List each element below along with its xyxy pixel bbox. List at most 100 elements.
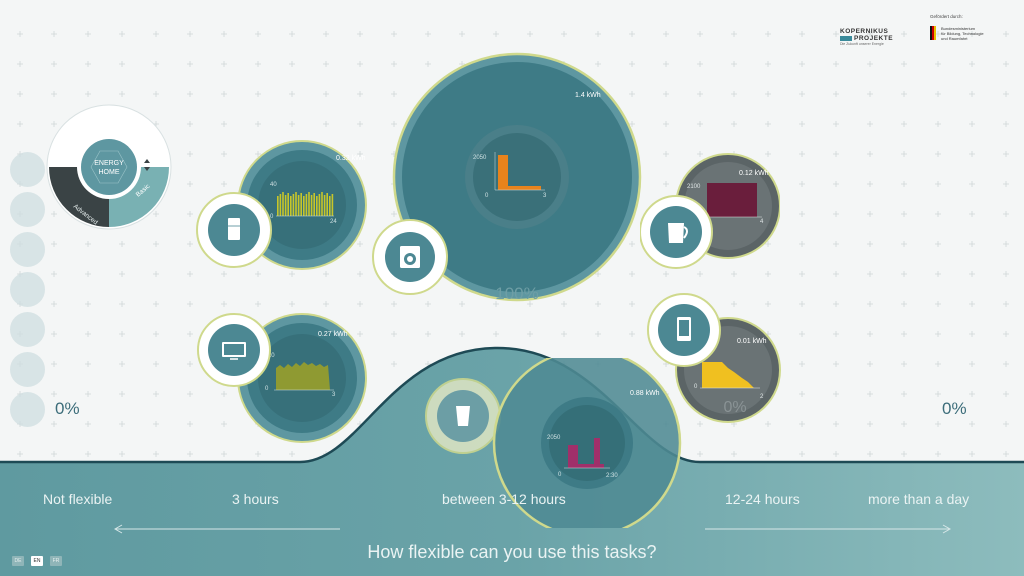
bmbf-line2: für Bildung, Technologie — [941, 31, 984, 36]
side-menu-item[interactable] — [10, 232, 45, 267]
grid-plus — [867, 61, 873, 67]
label-3-12-hours[interactable]: between 3-12 hours — [442, 491, 566, 507]
grid-plus — [799, 451, 805, 457]
grid-plus — [765, 301, 771, 307]
label-not-flexible[interactable]: Not flexible — [43, 491, 113, 507]
grid-plus — [153, 271, 159, 277]
dishwasher-xmax: 2:30 — [606, 473, 618, 479]
grid-plus — [221, 31, 227, 37]
fridge-ymin: 0 — [270, 214, 274, 220]
grid-plus — [595, 331, 601, 337]
grid-plus — [765, 421, 771, 427]
grid-plus — [935, 91, 941, 97]
grid-plus — [85, 91, 91, 97]
grid-plus — [867, 241, 873, 247]
grid-plus — [119, 91, 125, 97]
basic-mode-segment[interactable] — [109, 167, 169, 227]
grid-plus — [153, 91, 159, 97]
grid-plus — [119, 331, 125, 337]
label-3-hours[interactable]: 3 hours — [232, 491, 279, 507]
kopernikus-subtitle: Die Zukunft unserer Energie — [840, 42, 884, 46]
grid-plus — [969, 301, 975, 307]
grid-plus — [867, 121, 873, 127]
device-phone-charger[interactable]: 0.01 kWh 6 0 2 0% — [642, 290, 782, 425]
grid-plus — [459, 301, 465, 307]
device-washing-machine[interactable]: 1.4 kWh 2050 0 3 100% — [367, 52, 647, 317]
grid-plus — [221, 61, 227, 67]
dishwasher-ymax: 2050 — [547, 435, 561, 441]
grid-plus — [697, 121, 703, 127]
grid-plus — [901, 451, 907, 457]
grid-plus — [51, 361, 57, 367]
grid-plus — [51, 301, 57, 307]
device-dishwasher[interactable]: 0.88 kWh 2050 0 2:30 — [420, 348, 686, 538]
energy-home-hub[interactable]: ENERGY HOME Advanced Basic — [45, 103, 173, 231]
grid-plus — [187, 331, 193, 337]
grid-plus — [697, 421, 703, 427]
grid-plus — [799, 121, 805, 127]
grid-plus — [51, 331, 57, 337]
grid-plus — [255, 151, 261, 157]
grid-plus — [833, 61, 839, 67]
grid-plus — [357, 91, 363, 97]
fridge-bar — [326, 193, 328, 216]
grid-plus — [765, 91, 771, 97]
grid-plus — [765, 31, 771, 37]
grid-plus — [119, 301, 125, 307]
lang-en-button[interactable]: EN — [31, 556, 43, 566]
grid-plus — [1003, 211, 1009, 217]
grid-plus — [289, 91, 295, 97]
device-fridge[interactable]: 0.32 kWh 40 0 24 — [196, 138, 381, 273]
grid-plus — [221, 91, 227, 97]
grid-plus — [867, 271, 873, 277]
grid-plus — [629, 271, 635, 277]
grid-plus — [221, 181, 227, 187]
dishwasher-usage-spikes — [568, 438, 604, 468]
tv-xmax: 3 — [332, 392, 336, 398]
grid-plus — [289, 31, 295, 37]
grid-plus — [1003, 91, 1009, 97]
grid-plus — [697, 31, 703, 37]
grid-plus — [935, 331, 941, 337]
grid-plus — [1003, 121, 1009, 127]
advanced-mode-segment[interactable] — [49, 167, 109, 227]
grid-plus — [799, 211, 805, 217]
grid-plus — [1003, 241, 1009, 247]
grid-plus — [221, 271, 227, 277]
label-more-than-day[interactable]: more than a day — [868, 491, 970, 507]
grid-plus — [867, 151, 873, 157]
side-menu-item[interactable] — [10, 352, 45, 387]
side-menu-item[interactable] — [10, 312, 45, 347]
device-tv[interactable]: 0.27 kWh 110 0 3 — [196, 310, 381, 450]
side-menu-item[interactable] — [10, 192, 45, 227]
grid-plus — [901, 421, 907, 427]
device-kettle[interactable]: 0.12 kWh 2100 0 4 — [639, 150, 781, 270]
grid-plus — [391, 361, 397, 367]
phone-energy-value: 0.01 kWh — [737, 338, 767, 345]
grid-plus — [901, 391, 907, 397]
grid-plus — [51, 61, 57, 67]
grid-plus — [323, 31, 329, 37]
lang-de-button[interactable]: DE — [12, 556, 24, 566]
right-percent: 0% — [942, 399, 967, 418]
side-menu-item[interactable] — [10, 272, 45, 307]
side-menu-item[interactable] — [10, 392, 45, 427]
tv-energy-value: 0.27 kWh — [318, 331, 348, 338]
grid-plus — [85, 421, 91, 427]
fridge-bar — [287, 193, 289, 216]
lang-fr-button[interactable]: FR — [50, 556, 62, 566]
grid-plus — [255, 31, 261, 37]
grid-plus — [833, 91, 839, 97]
label-12-24-hours[interactable]: 12-24 hours — [725, 491, 800, 507]
grid-plus — [51, 391, 57, 397]
grid-plus — [1003, 421, 1009, 427]
side-menu-item[interactable] — [10, 152, 45, 187]
grid-plus — [935, 301, 941, 307]
grid-plus — [969, 211, 975, 217]
grid-plus — [833, 451, 839, 457]
grid-plus — [799, 61, 805, 67]
grid-plus — [85, 301, 91, 307]
grid-plus — [731, 91, 737, 97]
grid-plus — [765, 271, 771, 277]
tv-icon — [222, 342, 246, 360]
